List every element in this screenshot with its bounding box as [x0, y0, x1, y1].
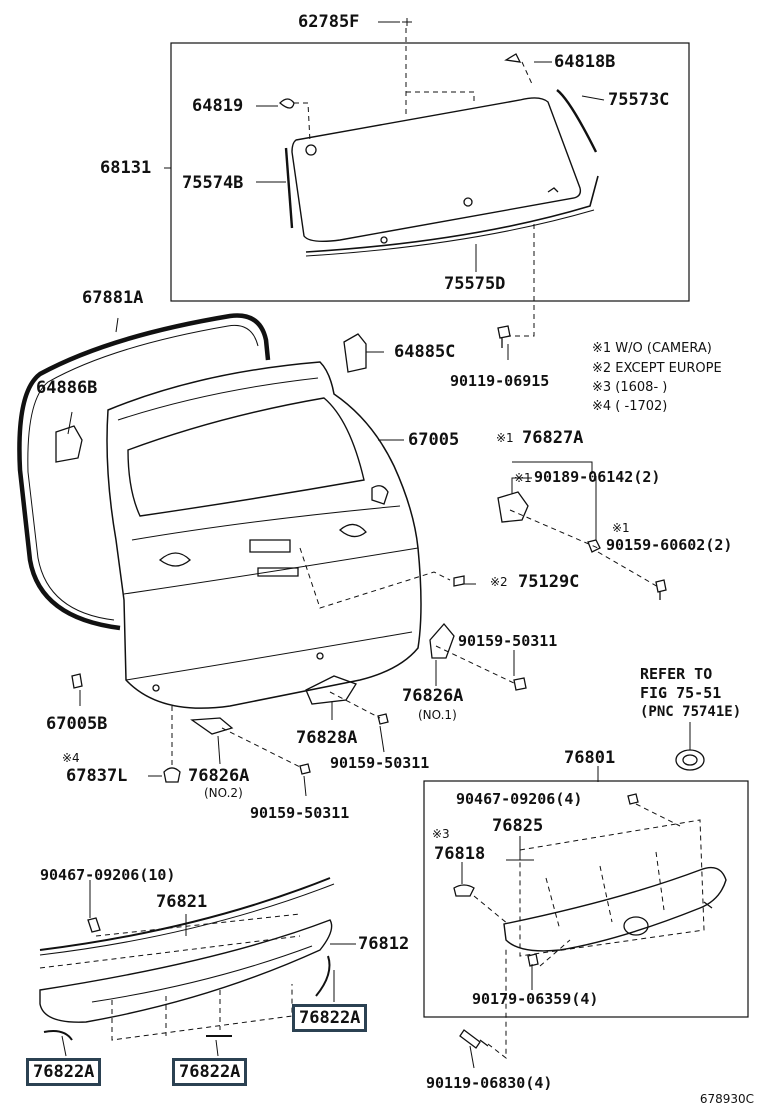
part-label-67837l[interactable]: 67837L [66, 766, 128, 786]
part-label-90159-50311-b[interactable]: 90159-50311 [330, 754, 430, 772]
label-no2: (NO.2) [204, 786, 243, 800]
garnish-76812 [39, 919, 333, 1023]
garnish-76801 [503, 866, 727, 952]
part-label-76818[interactable]: 76818 [434, 844, 486, 864]
part-label-62785f[interactable]: 62785F [298, 12, 360, 32]
part-label-76822a-highlight-center[interactable]: 76822A [172, 1058, 248, 1086]
part-label-76826a-no1[interactable]: 76826A [402, 686, 464, 706]
part-label-90189-06142[interactable]: 90189-06142(2) [534, 468, 661, 486]
part-label-76821[interactable]: 76821 [156, 892, 208, 912]
note-4: ※4 ( -1702) [592, 399, 668, 414]
note-1: ※1 W/O (CAMERA) [592, 341, 712, 356]
glass-molding-bottom [305, 175, 599, 253]
refer-to-line3: (PNC 75741E) [640, 704, 742, 720]
mark-1-90189: ※1 [514, 471, 532, 485]
part-label-67881a[interactable]: 67881A [82, 288, 144, 308]
part-label-90119-06915[interactable]: 90119-06915 [450, 372, 550, 390]
mark-1-76827a: ※1 [496, 431, 514, 445]
part-label-76828a[interactable]: 76828A [296, 728, 358, 748]
glass-molding-side [284, 147, 294, 229]
mark-1-90159: ※1 [612, 521, 630, 535]
part-label-90159-60602[interactable]: 90159-60602(2) [606, 536, 733, 554]
glass-molding-right [556, 89, 598, 153]
figure-id: 678930C [699, 1092, 754, 1106]
mark-4-67837l: ※4 [62, 751, 80, 765]
part-label-64886b[interactable]: 64886B [36, 378, 98, 398]
refer-to-line2: FIG 75-51 [640, 684, 722, 702]
part-label-75574b[interactable]: 75574B [182, 173, 244, 193]
part-label-76827a[interactable]: 76827A [522, 428, 584, 448]
part-label-90179-06359[interactable]: 90179-06359(4) [472, 990, 599, 1008]
note-2: ※2 EXCEPT EUROPE [592, 361, 722, 376]
camera-bracket-76827a [497, 491, 529, 523]
part-label-90467-09206-10[interactable]: 90467-09206(10) [40, 866, 176, 884]
note-3: ※3 (1608- ) [592, 380, 668, 395]
part-label-68131[interactable]: 68131 [100, 158, 152, 178]
bracket-76826a-no2 [190, 717, 234, 735]
back-door-panel [106, 361, 422, 709]
emblem-ref [675, 749, 705, 771]
part-label-76825[interactable]: 76825 [492, 816, 544, 836]
mark-2-75129c: ※2 [490, 575, 508, 589]
garnish-group-box [423, 780, 749, 1018]
part-label-90159-50311-a[interactable]: 90159-50311 [458, 632, 558, 650]
part-label-76822a-highlight-right[interactable]: 76822A [292, 1004, 368, 1032]
glass-group-box [170, 42, 690, 302]
part-label-75573c[interactable]: 75573C [608, 90, 670, 110]
part-label-64885c[interactable]: 64885C [394, 342, 456, 362]
part-label-76812[interactable]: 76812 [358, 934, 410, 954]
bracket-64886b [55, 425, 83, 463]
bracket-76828a [305, 675, 357, 705]
part-label-75575d[interactable]: 75575D [444, 274, 506, 294]
mark-3-76818: ※3 [432, 827, 450, 841]
moulding-76821 [39, 877, 331, 951]
back-glass-outline [291, 97, 582, 243]
part-label-76801[interactable]: 76801 [564, 748, 616, 768]
part-label-90119-06830[interactable]: 90119-06830(4) [426, 1074, 553, 1092]
bracket-64885c [343, 333, 367, 373]
part-label-67005[interactable]: 67005 [408, 430, 460, 450]
part-label-90159-50311-c[interactable]: 90159-50311 [250, 804, 350, 822]
refer-to-line1: REFER TO [640, 665, 713, 683]
bracket-76826a-no1 [429, 622, 455, 659]
weatherstrip-seal [17, 313, 271, 631]
part-label-64818b[interactable]: 64818B [554, 52, 616, 72]
part-label-67005b[interactable]: 67005B [46, 714, 108, 734]
part-label-90467-09206-4[interactable]: 90467-09206(4) [456, 790, 583, 808]
part-label-64819[interactable]: 64819 [192, 96, 244, 116]
label-no1: (NO.1) [418, 708, 457, 722]
part-label-76826a-no2[interactable]: 76826A [188, 766, 250, 786]
part-label-75129c[interactable]: 75129C [518, 572, 580, 592]
part-label-76822a-highlight-left[interactable]: 76822A [26, 1058, 102, 1086]
